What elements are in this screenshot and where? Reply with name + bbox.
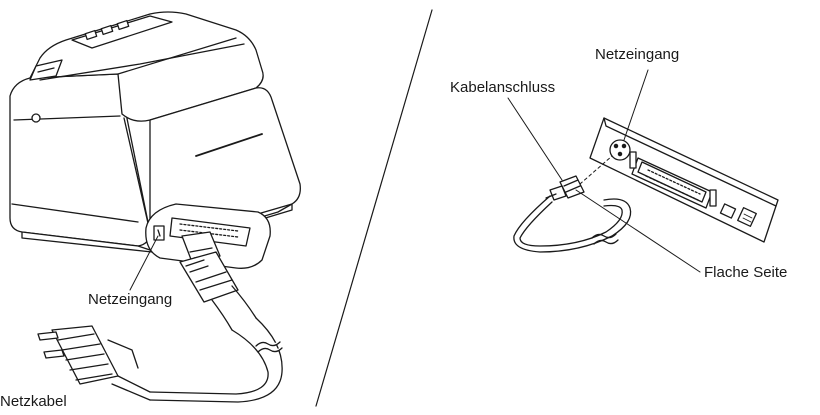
- alignment-dashed-line: [579, 155, 613, 185]
- label-flat-side: Flache Seite: [704, 264, 788, 281]
- label-power-inlet-left: Netzeingang: [88, 291, 173, 308]
- power-cable: [149, 317, 283, 403]
- leader-line-flat-side: [575, 189, 701, 273]
- cable-connector-plug: [545, 175, 585, 201]
- button-icon: [100, 24, 114, 36]
- paper-slot: [195, 133, 263, 157]
- printer-base: [21, 203, 293, 253]
- usb-port-icon: [719, 203, 737, 219]
- wall-plug: [37, 325, 151, 401]
- power-inlet-round-icon: [609, 139, 631, 161]
- power-connector-plug: [179, 231, 257, 331]
- lan-port-icon: [737, 207, 757, 227]
- button-icon: [84, 29, 98, 41]
- leader-line-power-inlet-right: [623, 69, 649, 141]
- label-cable-connector: Kabelanschluss: [450, 79, 556, 96]
- button-icon: [116, 19, 130, 31]
- leader-line-cable-connector: [507, 97, 563, 181]
- power-cable-right: [513, 195, 632, 253]
- printer-illustration: [9, 11, 301, 269]
- label-power-inlet-right: Netzeingang: [595, 46, 680, 63]
- rear-panel-illustration: [589, 117, 779, 243]
- leader-line-power-inlet-left: [129, 235, 159, 291]
- power-switch-icon: [31, 113, 41, 123]
- panel-divider: [315, 9, 433, 407]
- label-power-cable: Netzkabel: [0, 393, 67, 410]
